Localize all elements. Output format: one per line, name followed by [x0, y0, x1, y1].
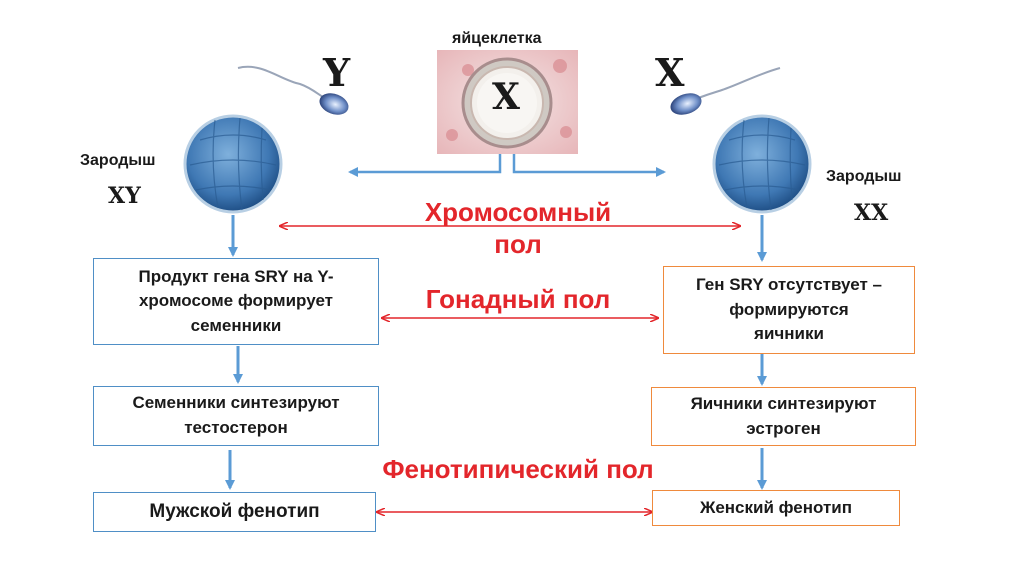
male-gonad-box: Продукт гена SRY на Y- хромосоме формиру… [93, 258, 379, 345]
phenotypic-sex-label: Фенотипический пол [382, 454, 654, 484]
sperm-right-image [670, 67, 781, 115]
female-gonad-box: Ген SRY отсутствует – формируются яичник… [663, 266, 915, 354]
female-gonad-line3: яичники [754, 324, 824, 344]
embryo-right-karyotype: XX [854, 200, 889, 226]
embryo-right-image [712, 114, 812, 214]
male-phenotype-text: Мужской фенотип [149, 501, 320, 523]
male-gonad-line1: Продукт гена SRY на Y- [138, 266, 334, 286]
egg-split-arrows [348, 154, 666, 177]
egg-image [437, 50, 578, 154]
egg-chromosome-label: X [492, 76, 520, 118]
sperm-left-chromosome: Y [323, 50, 351, 95]
female-hormone-line2: эстроген [746, 418, 821, 438]
embryo-left-image [183, 114, 283, 214]
embryo-left-karyotype: XY [108, 183, 141, 209]
embryo-left-label: Зародыш [80, 152, 156, 169]
male-gonad-line3: семенники [190, 315, 282, 335]
male-hormone-box: Семенники синтезируют тестостерон [93, 386, 379, 446]
chromosomal-sex-line2: пол [494, 229, 542, 259]
female-hormone-line1: Яичники синтезируют [690, 393, 877, 413]
male-phenotype-box: Мужской фенотип [93, 492, 376, 532]
female-gonad-line2: формируются [729, 299, 849, 319]
female-phenotype-box: Женский фенотип [652, 490, 900, 526]
female-hormone-box: Яичники синтезируют эстроген [651, 387, 916, 446]
sperm-right-chromosome: X [655, 50, 685, 95]
chromosomal-sex-label: Хромосомный пол [380, 196, 656, 260]
chromosomal-sex-line1: Хромосомный [424, 197, 612, 227]
male-hormone-line2: тестостерон [184, 418, 288, 437]
female-gonad-line1: Ген SRY отсутствует – [695, 275, 882, 295]
male-hormone-line1: Семенники синтезируют [132, 393, 340, 413]
male-gonad-line2: хромосоме формирует [138, 291, 334, 311]
egg-caption: яйцеклетка [452, 30, 542, 47]
gonadal-sex-label: Гонадный пол [425, 284, 611, 314]
female-phenotype-text: Женский фенотип [699, 497, 853, 517]
embryo-right-label: Зародыш [826, 168, 902, 185]
sperm-left-image [237, 65, 349, 115]
